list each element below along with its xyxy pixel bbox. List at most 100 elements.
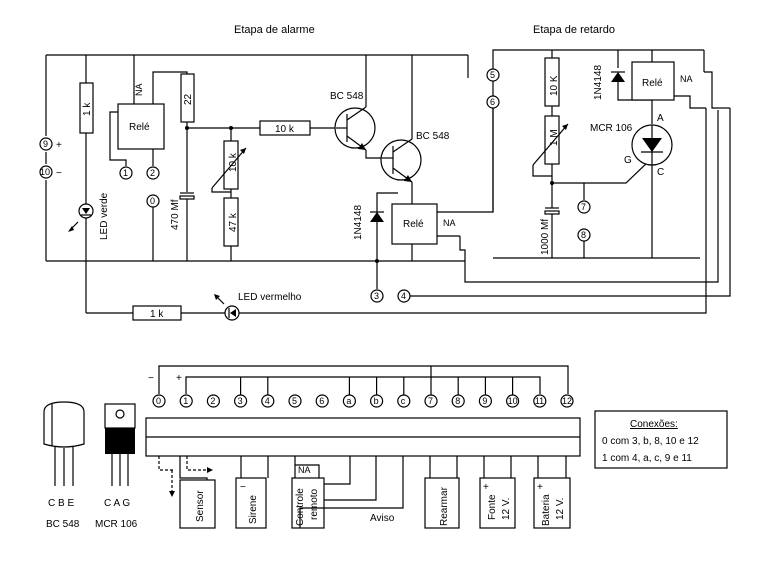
terminal-label: c [401,396,406,406]
tb-plus: + [176,373,182,384]
terminal-label: 3 [238,396,243,406]
svg-text:2: 2 [150,168,155,178]
terminal-label: 11 [535,396,544,406]
svg-text:6: 6 [490,97,495,107]
relay-c-na: NA [680,74,693,84]
aviso-label: Aviso [370,513,395,524]
node-1: 1 [119,166,133,180]
terminal-label: 1 [183,396,188,406]
controle-na: NA [298,465,311,475]
delay-stage: 5 6 10 K 1 M 7 8 [486,50,730,259]
resistor-1k-left-label: 1 k [82,102,93,116]
relay-a [117,103,165,150]
svg-text:8: 8 [581,230,586,240]
transistor-bc548-a-label: BC 548 [330,91,364,102]
title-delay-stage: Etapa de retardo [533,24,615,36]
terminal-10: 10 [39,165,53,179]
rearmar-label: Rearmar [439,486,450,526]
transistor-bc548-b [380,138,422,183]
node-6: 6 [486,95,500,109]
svg-text:3: 3 [374,291,379,301]
controle-label-2: remoto [309,488,320,520]
diode-1n4148-a [370,211,384,222]
svg-text:10: 10 [40,167,50,177]
led-vermelho-label: LED vermelho [238,292,302,303]
mcr106-pins-label: C A G [104,498,130,509]
resistor-47k-label: 47 k [228,212,239,232]
thyristor-mcr106 [631,124,673,166]
alarm-stage: 9 + 10 − 1 k LED verde Relé NA 1 [39,49,731,321]
capacitor-470-label: 470 Mf [170,199,181,230]
node-7: 7 [577,200,591,214]
relay-a-label: Relé [129,122,150,133]
mcr106-pinout: C A G MCR 106 [95,403,138,530]
pin-g: G [624,155,632,166]
terminal-label: 7 [428,396,433,406]
sensor-label: Sensor [195,490,206,522]
transistor-bc548-a [334,106,376,151]
relay-b-label: Relé [403,219,424,230]
pin-c: C [657,167,664,178]
terminal-label: 0 [156,396,161,406]
node-3: 3 [370,289,384,303]
terminal-label: b [374,396,379,406]
bateria-plus: + [537,482,543,493]
bateria-label-2: 12 V. [555,498,566,520]
diode-1n4148-b [611,71,625,82]
terminal-label: 12 [562,396,572,406]
conexoes-line2: 1 com 4, a, c, 9 e 11 [602,453,692,464]
sirene-block [235,477,267,529]
resistor-10k-right-label: 10 K [549,75,560,96]
node-2: 2 [146,166,160,180]
tb-minus: − [148,373,154,384]
node-8: 8 [577,228,591,242]
bc548-pins-label: C B E [48,498,74,509]
mcr106-name-label: MCR 106 [95,519,138,530]
svg-text:9: 9 [43,139,48,149]
terminal-label: 4 [265,396,270,406]
svg-text:7: 7 [581,202,586,212]
thyristor-mcr106-label: MCR 106 [590,123,633,134]
svg-text:1: 1 [123,168,128,178]
node-0: 0 [146,194,160,208]
resistor-22-label: 22 [183,93,194,105]
rearmar-block [424,477,460,529]
svg-text:0: 0 [150,196,155,206]
relay-b [391,203,438,245]
resistor-10k-mid-label: 10 k [275,124,295,135]
capacitor-470 [179,192,195,200]
terminal-label: a [346,396,351,406]
pin-a: A [657,113,664,124]
terminal-label: 8 [455,396,460,406]
terminal-label: 5 [292,396,297,406]
controle-remoto-block [291,477,325,529]
led-vermelho [214,294,240,321]
sensor-block [179,479,216,529]
sirene-label: Sirene [248,495,259,524]
fonte-block [479,477,516,529]
node-5: 5 [486,68,500,82]
diode-1n4148-b-label: 1N4148 [593,65,604,100]
resistor-1k-bottom-label: 1 k [150,309,164,320]
plus-sign: + [56,140,62,151]
conexoes-title: Conexões: [630,419,678,430]
svg-text:4: 4 [401,291,406,301]
led-verde-label: LED verde [99,192,110,240]
bateria-label-1: Bateria [541,494,552,526]
diode-1n4148-a-label: 1N4148 [353,205,364,240]
capacitor-1000-label: 1000 Mf [540,219,551,255]
fonte-plus: + [483,482,489,493]
terminal-label: 9 [482,396,487,406]
resistor-1m-label: 1 M [549,129,560,146]
svg-text:5: 5 [490,70,495,80]
fonte-label-2: 12 V. [501,498,512,520]
terminal-9: 9 [39,137,53,151]
controle-label-1: Controle [295,488,306,526]
capacitor-1000 [544,207,560,215]
led-verde [68,203,94,232]
terminal-label: 6 [319,396,324,406]
bc548-name-label: BC 548 [46,519,80,530]
